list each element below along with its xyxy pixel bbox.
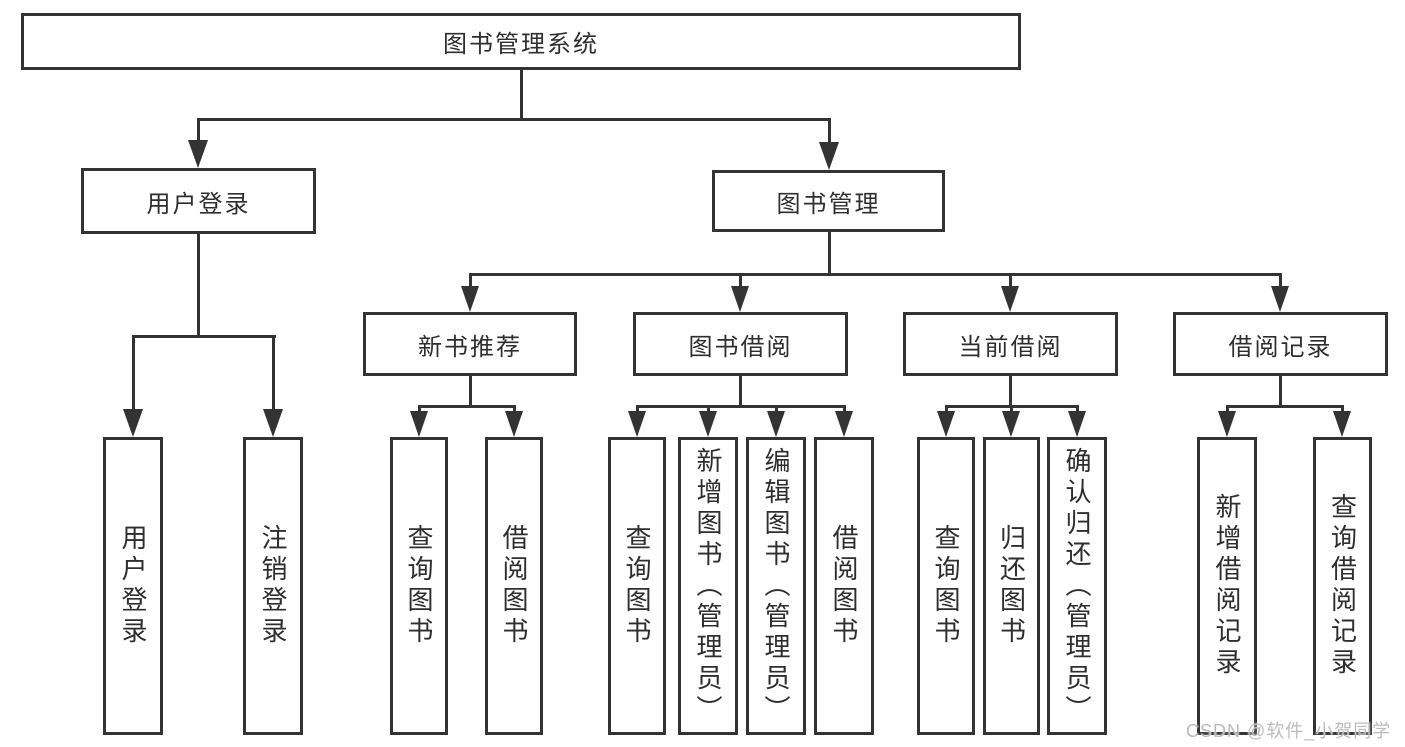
connector-line (132, 335, 135, 411)
connector-line (739, 376, 742, 407)
node-new-book-recommend-label: 新书推荐 (418, 333, 522, 361)
connector-line (513, 405, 516, 415)
leaf-borrow-borrow-book: 借阅图书 (814, 437, 874, 735)
leaf-label: 查询图书 (404, 524, 434, 648)
connector-line (739, 273, 742, 289)
arrow-down-icon (1271, 286, 1289, 312)
leaf-label: 查询图书 (622, 524, 652, 648)
leaf-label: 新增图书（管理员） (693, 446, 723, 726)
arrow-down-icon (835, 411, 853, 437)
connector-line (1010, 405, 1013, 415)
node-book-borrow: 图书借阅 (633, 312, 848, 376)
leaf-label: 查询借阅记录 (1327, 493, 1358, 679)
node-borrow-records-label: 借阅记录 (1228, 333, 1333, 361)
connector-line (469, 376, 472, 407)
arrow-down-icon (188, 140, 208, 168)
leaf-label: 归还图书 (996, 524, 1027, 648)
arrow-down-icon (1001, 286, 1019, 312)
connector-line (418, 405, 421, 415)
connector-line (1226, 405, 1344, 408)
node-user-login-label: 用户登录 (146, 190, 251, 218)
connector-line (1009, 273, 1012, 289)
arrow-down-icon (699, 411, 717, 437)
connector-line (636, 405, 846, 408)
connector-line (469, 273, 1281, 276)
arrow-down-icon (819, 142, 839, 170)
leaf-records-query-record: 查询借阅记录 (1313, 437, 1372, 735)
connector-line (775, 405, 778, 415)
connector-line (843, 405, 846, 415)
connector-line (828, 118, 831, 146)
arrow-down-icon (731, 286, 749, 312)
node-current-borrow-label: 当前借阅 (958, 333, 1063, 361)
leaf-user-login: 用户登录 (103, 437, 163, 735)
node-new-book-recommend: 新书推荐 (363, 312, 577, 376)
connector-line (469, 273, 472, 289)
connector-line (1279, 273, 1282, 289)
connector-line (1279, 376, 1282, 407)
arrow-down-icon (1002, 411, 1020, 437)
arrow-down-icon (1068, 411, 1086, 437)
arrow-down-icon (263, 409, 283, 437)
node-current-borrow: 当前借阅 (903, 312, 1118, 376)
connector-line (1009, 376, 1012, 407)
arrow-down-icon (410, 411, 428, 437)
connector-line (707, 405, 710, 415)
leaf-borrow-add-book-admin: 新增图书（管理员） (678, 437, 738, 735)
leaf-borrow-edit-book-admin: 编辑图书（管理员） (746, 437, 806, 735)
connector-line (132, 335, 276, 338)
node-root: 图书管理系统 (21, 13, 1021, 70)
connector-line (197, 118, 200, 144)
connector-line (1226, 405, 1229, 415)
connector-line (272, 335, 275, 411)
arrow-down-icon (937, 411, 955, 437)
node-book-borrow-label: 图书借阅 (688, 333, 793, 361)
leaf-label: 编辑图书（管理员） (761, 446, 791, 726)
connector-line (1076, 405, 1079, 415)
connector-line (197, 118, 831, 121)
arrow-down-icon (461, 286, 479, 312)
arrow-down-icon (1333, 411, 1351, 437)
arrow-down-icon (1218, 411, 1236, 437)
arrow-down-icon (628, 411, 646, 437)
connector-line (945, 405, 948, 415)
connector-line (418, 405, 516, 408)
leaf-current-query-book: 查询图书 (917, 437, 975, 735)
arrow-down-icon (123, 409, 143, 437)
connector-line (1341, 405, 1344, 415)
leaf-current-confirm-return-admin: 确认归还（管理员） (1047, 437, 1107, 735)
leaf-records-add-record: 新增借阅记录 (1197, 437, 1257, 735)
node-root-label: 图书管理系统 (443, 31, 599, 58)
leaf-label: 查询图书 (931, 524, 961, 648)
leaf-recommend-borrow-book: 借阅图书 (485, 437, 543, 735)
connector-line (828, 232, 831, 275)
leaf-current-return-book: 归还图书 (983, 437, 1040, 735)
node-book-management: 图书管理 (712, 170, 945, 232)
node-book-management-label: 图书管理 (776, 190, 881, 218)
leaf-label: 用户登录 (118, 524, 148, 648)
connector-line (197, 234, 200, 337)
leaf-label: 借阅图书 (499, 524, 529, 648)
arrow-down-icon (767, 411, 785, 437)
leaf-borrow-query-book: 查询图书 (608, 437, 666, 735)
node-borrow-records: 借阅记录 (1173, 312, 1388, 376)
leaf-label: 注销登录 (258, 524, 288, 648)
connector-line (520, 70, 523, 120)
connector-line (636, 405, 639, 415)
node-user-login: 用户登录 (81, 168, 316, 234)
leaf-recommend-query-book: 查询图书 (390, 437, 448, 735)
arrow-down-icon (505, 411, 523, 437)
leaf-label: 借阅图书 (829, 524, 859, 648)
leaf-label: 确认归还（管理员） (1062, 446, 1092, 726)
csdn-watermark: CSDN @软件_小贺同学 (1186, 721, 1392, 741)
leaf-label: 新增借阅记录 (1212, 493, 1242, 679)
leaf-logout: 注销登录 (243, 437, 303, 735)
